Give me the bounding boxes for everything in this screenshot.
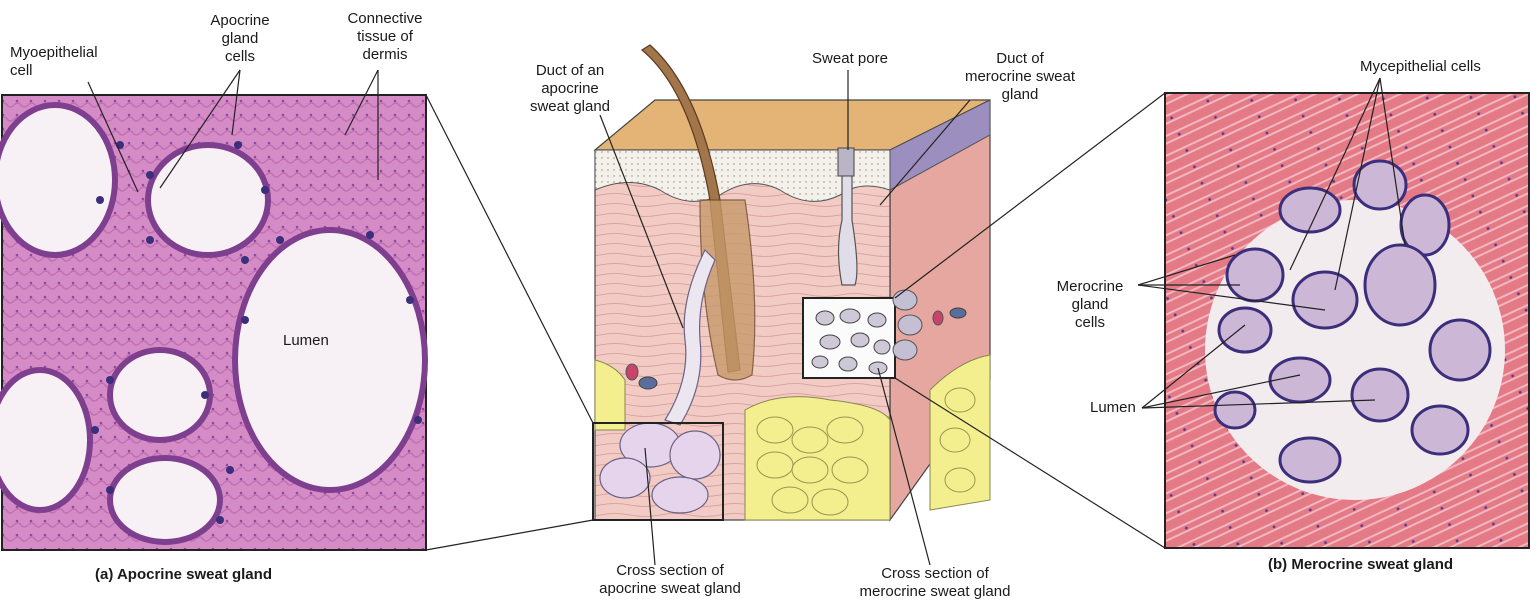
caption-apocrine: (a) Apocrine sweat gland bbox=[95, 566, 272, 583]
label-apocrine-gland-cells: Apocrine gland cells bbox=[200, 12, 280, 66]
label-mycepithelial-cells: Mycepithelial cells bbox=[1360, 58, 1481, 76]
label-connective-tissue: Connective tissue of dermis bbox=[335, 10, 435, 64]
label-duct-apocrine: Duct of an apocrine sweat gland bbox=[510, 62, 630, 116]
label-sweat-pore: Sweat pore bbox=[795, 50, 905, 68]
label-cross-apocrine: Cross section of apocrine sweat gland bbox=[580, 562, 760, 598]
label-merocrine-gland-cells: Merocrine gland cells bbox=[1045, 278, 1135, 332]
label-cross-merocrine: Cross section of merocrine sweat gland bbox=[845, 565, 1025, 601]
caption-merocrine: (b) Merocrine sweat gland bbox=[1268, 556, 1453, 573]
skin-block-illustration bbox=[593, 45, 990, 520]
label-duct-merocrine: Duct of merocrine sweat gland bbox=[950, 50, 1090, 104]
label-apocrine-lumen: Lumen bbox=[283, 332, 329, 350]
label-merocrine-lumen: Lumen bbox=[1090, 399, 1136, 417]
label-myoepithelial-cell: Myoepithelial cell bbox=[10, 44, 98, 80]
